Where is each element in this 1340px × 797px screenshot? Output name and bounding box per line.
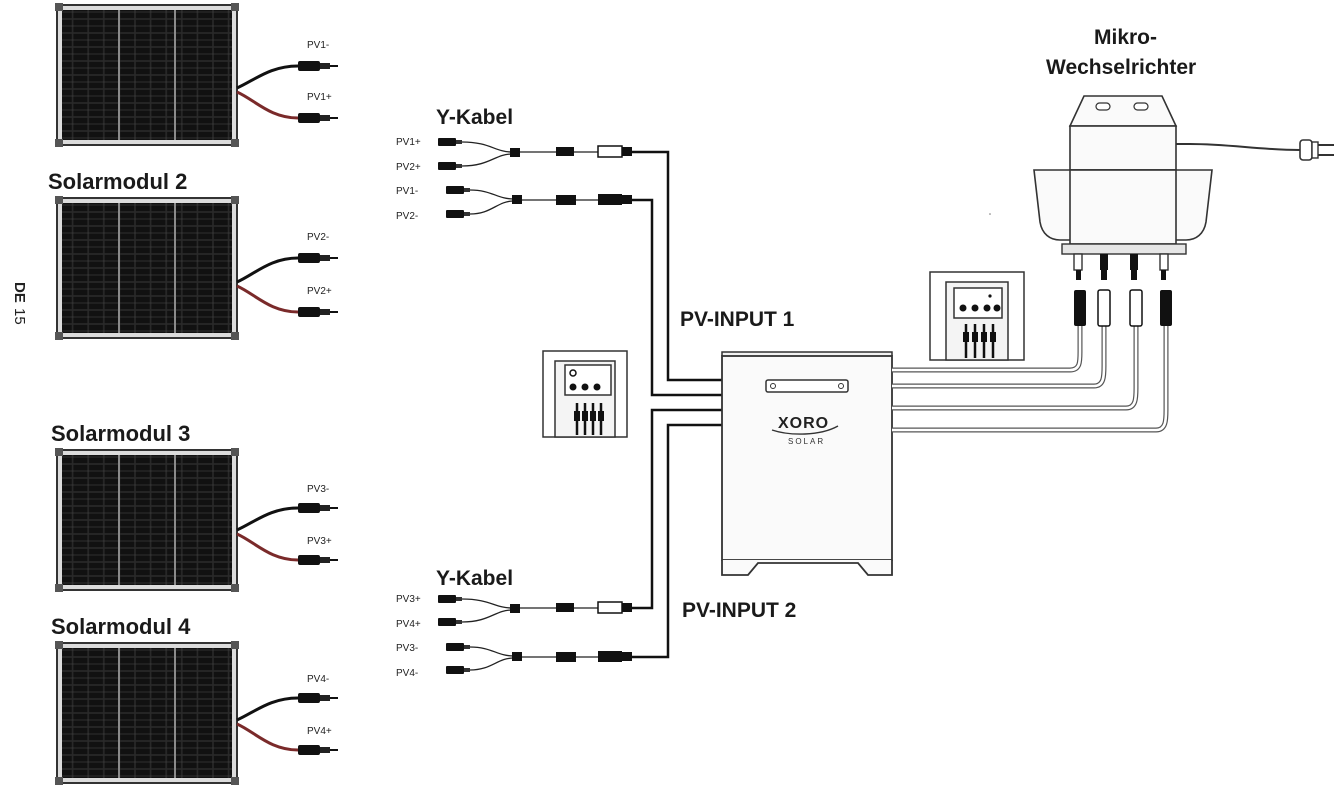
plug-icon: [446, 643, 470, 651]
y-cable-2-input-1: PV3+: [396, 594, 421, 605]
pv2-neg-label: PV2-: [307, 232, 329, 243]
y-cable-2: Y-Kabel PV3+ PV4+ PV3- PV4-: [396, 567, 632, 679]
brand-swoosh-icon: [771, 425, 839, 435]
solar-module-1-cables: PV1- PV1+: [236, 40, 339, 124]
solar-module-4-cables: PV4- PV4+: [236, 674, 339, 756]
plug-icon: [438, 138, 462, 146]
solar-panel-icon: [54, 640, 240, 786]
pv-input-1-label: PV-INPUT 1: [680, 308, 795, 331]
input-wires: [632, 150, 722, 659]
pv3-pos-label: PV3+: [307, 536, 332, 547]
solar-module-2-title: Solarmodul 2: [48, 169, 187, 194]
plug-icon: [446, 210, 470, 218]
solar-module-4-title: Solarmodul 4: [51, 614, 191, 639]
connector-icon: [297, 554, 339, 566]
pv4-neg-label: PV4-: [307, 674, 329, 685]
y-cable-2-title: Y-Kabel: [436, 567, 513, 590]
solar-module-2-cables: PV2- PV2+: [236, 232, 339, 318]
y-cable-1-input-4: PV2-: [396, 211, 418, 222]
y-cable-1-input-1: PV1+: [396, 137, 421, 148]
plug-icon: [438, 618, 462, 626]
connector-icon: [297, 692, 339, 704]
solar-module-3-title: Solarmodul 3: [51, 421, 190, 446]
pv4-pos-label: PV4+: [307, 726, 332, 737]
y-cable-1-input-2: PV2+: [396, 162, 421, 173]
solar-module-2: Solarmodul 2: [48, 169, 240, 341]
pv3-neg-label: PV3-: [307, 484, 329, 495]
ac-plug-icon: [1299, 139, 1313, 161]
pv-input-2-label: PV-INPUT 2: [682, 599, 796, 622]
power-station: XORO SOLAR: [721, 351, 893, 576]
input-panel-detail-left: [542, 350, 628, 438]
station-sub: SOLAR: [788, 437, 825, 446]
solar-module-3-cables: PV3- PV3+: [236, 484, 339, 566]
solar-module-1: [54, 2, 240, 148]
output-panel-detail-right: [929, 271, 1025, 361]
solar-module-3: Solarmodul 3: [51, 421, 240, 593]
connector-icon: [297, 744, 339, 756]
connector-icon: [297, 112, 339, 124]
plug-icon: [446, 186, 470, 194]
connector-icon: [297, 60, 339, 72]
page-number: 15: [11, 308, 28, 325]
pv2-pos-label: PV2+: [307, 286, 332, 297]
pv1-pos-label: PV1+: [307, 92, 332, 103]
y-cable-2-input-4: PV4-: [396, 668, 418, 679]
plug-icon: [438, 162, 462, 170]
solar-module-4: Solarmodul 4: [51, 614, 240, 786]
micro-inverter: Mikro- Wechselrichter: [1033, 26, 1334, 327]
connector-icon: [297, 502, 339, 514]
y-cable-2-input-2: PV4+: [396, 619, 421, 630]
y-cable-1-title: Y-Kabel: [436, 106, 513, 129]
inverter-title-line-1: Mikro-: [1094, 26, 1157, 49]
plug-icon: [438, 595, 462, 603]
solar-panel-icon: [54, 447, 240, 593]
solar-panel-icon: [54, 2, 240, 148]
inverter-title-line-2: Wechselrichter: [1046, 56, 1196, 79]
station-brand: XORO: [778, 415, 829, 432]
page-marker: DE 15: [11, 282, 28, 325]
plug-icon: [446, 666, 470, 674]
pv1-neg-label: PV1-: [307, 40, 329, 51]
output-cables: [892, 326, 1169, 433]
y-cable-1-input-3: PV1-: [396, 186, 418, 197]
page-code: DE: [11, 282, 28, 303]
y-cable-2-input-3: PV3-: [396, 643, 418, 654]
connector-icon: [297, 252, 339, 264]
connector-icon: [297, 306, 339, 318]
handle-icon: [765, 379, 849, 393]
solar-panel-icon: [54, 195, 240, 341]
y-cable-1: Y-Kabel PV1+ PV2+ PV1- PV2-: [396, 106, 632, 222]
